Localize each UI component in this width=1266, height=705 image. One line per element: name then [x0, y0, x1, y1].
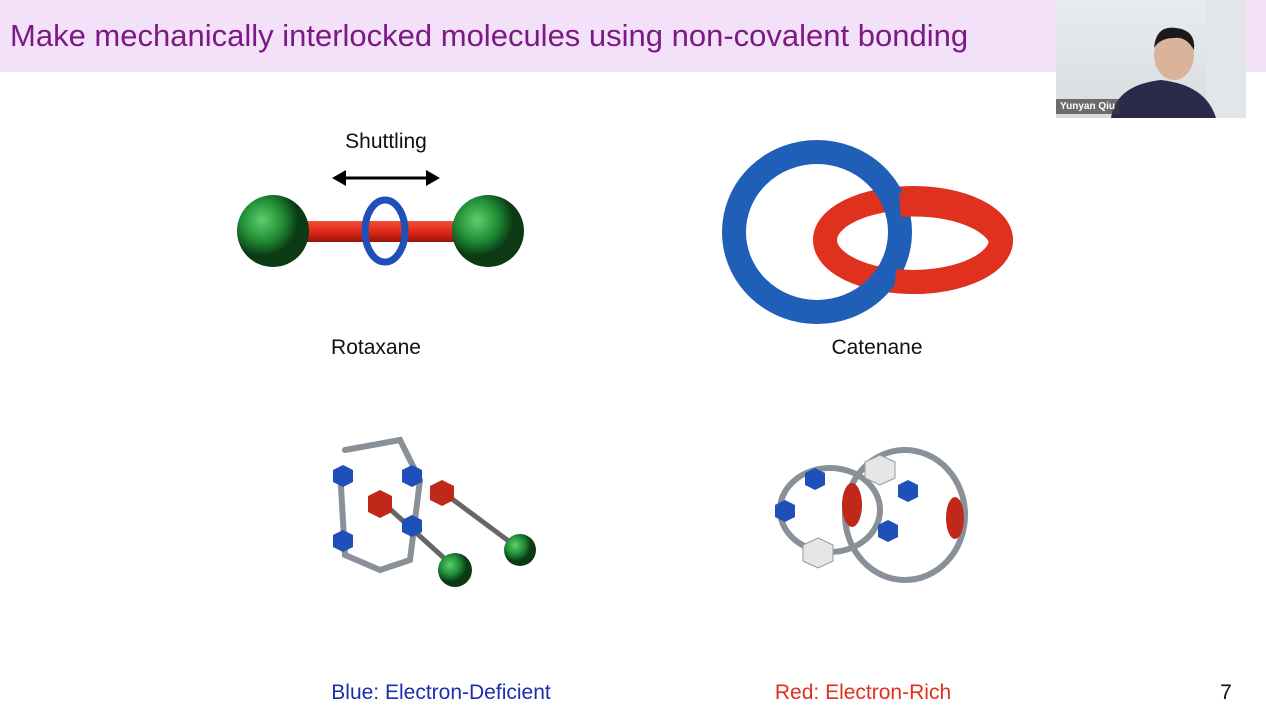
rotaxane-label: Rotaxane — [331, 336, 421, 359]
legend-blue: Blue: Electron-Deficient — [331, 681, 551, 704]
shuttling-arrow-icon — [332, 170, 440, 186]
participant-video[interactable]: Yunyan Qiu — [1056, 0, 1246, 118]
molecular-catenane — [775, 447, 968, 583]
molecular-rotaxane — [333, 436, 536, 587]
ring — [361, 196, 409, 266]
stopper-left — [237, 195, 309, 267]
slide-title: Make mechanically interlocked molecules … — [10, 18, 969, 53]
shuttling-label: Shuttling — [345, 130, 427, 153]
participant-name: Yunyan Qiu — [1056, 99, 1120, 114]
rotaxane-diagram — [237, 170, 524, 267]
axle — [295, 221, 465, 242]
catenane-label: Catenane — [831, 336, 923, 359]
stopper-right — [452, 195, 524, 267]
page-number: 7 — [1220, 681, 1232, 704]
legend-red: Red: Electron-Rich — [774, 681, 952, 704]
catenane-diagram — [722, 140, 1014, 324]
participant-avatar-icon — [1111, 0, 1246, 118]
title-band: Make mechanically interlocked molecules … — [0, 0, 1266, 72]
